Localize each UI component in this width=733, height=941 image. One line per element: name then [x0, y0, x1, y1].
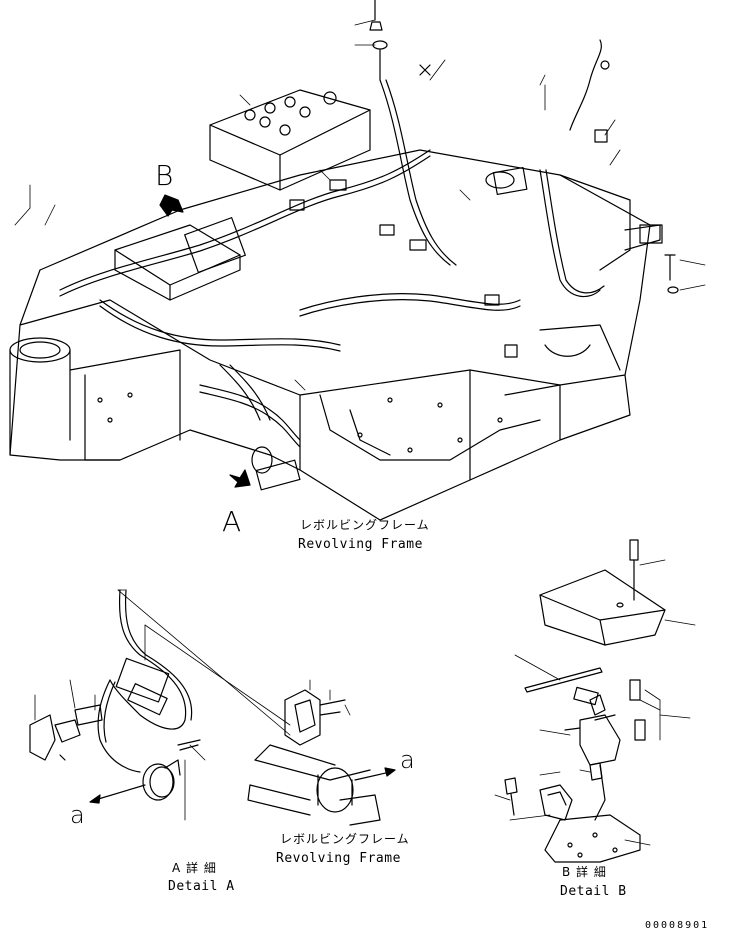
view-letter-a: A	[222, 505, 242, 538]
detail-b-title-jp: B 詳 細	[562, 865, 607, 879]
detail-b-drawing	[494, 539, 696, 863]
detail-a-title-jp: A 詳 細	[172, 861, 217, 875]
detail-b-title-en: Detail B	[560, 884, 627, 899]
detail-a-frame-label-en: Revolving Frame	[276, 851, 401, 866]
detail-a-letter-right: a	[400, 746, 415, 774]
detail-a-title-en: Detail A	[168, 879, 235, 894]
view-letter-b: B	[155, 159, 174, 192]
drawing-number: 00008901	[645, 920, 710, 931]
revolving-frame-drawing	[9, 0, 706, 521]
frame-label-jp: レボルビングフレーム	[300, 518, 430, 532]
detail-a-letter-left: a	[70, 801, 85, 829]
detail-a-frame-label-jp: レボルビングフレーム	[280, 832, 410, 846]
detail-a-drawing	[29, 589, 396, 826]
frame-label-en: Revolving Frame	[298, 537, 423, 552]
